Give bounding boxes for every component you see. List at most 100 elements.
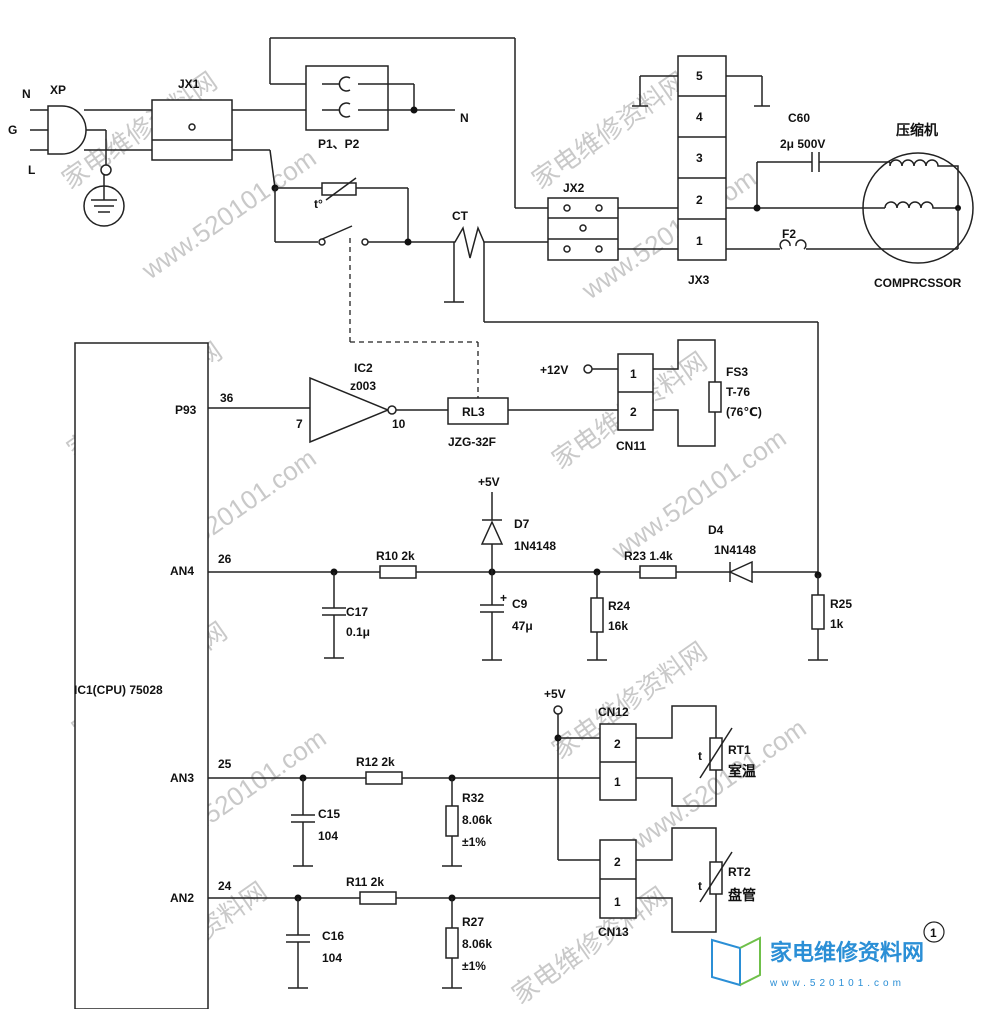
g-label: G	[8, 123, 17, 137]
v5-label: +5V	[478, 475, 500, 489]
relay-contact	[319, 225, 353, 241]
p1p2-protector	[305, 65, 389, 131]
fs3-temp: (76℃)	[726, 405, 762, 419]
rt1-cn-label: 室温	[728, 763, 756, 779]
jx3-terminal	[677, 55, 727, 261]
r10-label: R10 2k	[376, 549, 415, 563]
book-icon	[711, 938, 741, 987]
jx3-label: JX3	[688, 273, 710, 287]
jx1-terminal	[151, 99, 233, 161]
ic1-cpu-chip	[74, 342, 209, 1009]
r25-value: 1k	[830, 617, 844, 631]
d4-label: D4	[708, 523, 724, 537]
compressor-motor	[862, 152, 974, 264]
r12-label: R12 2k	[356, 755, 395, 769]
current-sense-section: C17 0.1μ R10 2k +5V D7 1N4148 + C9 47μ R…	[208, 475, 852, 661]
fs3-part: T-76	[726, 385, 750, 399]
temperature-section: +5V C15 104 R12 2k R32 8.06k ±1% 2 1 CN1…	[208, 687, 756, 989]
fs3-fuse	[708, 381, 722, 413]
v5-label: +5V	[544, 687, 566, 701]
cn12-pin: 2	[614, 737, 621, 751]
r24-value: 16k	[608, 619, 628, 633]
fs3-label: FS3	[726, 365, 748, 379]
compressor-cn-label: 压缩机	[896, 122, 938, 138]
c60-value: 2μ 500V	[780, 137, 825, 151]
cn12-pin: 1	[614, 775, 621, 789]
pin-label: 26	[218, 552, 232, 566]
r32-label: R32	[462, 791, 484, 805]
r27-value: 8.06k	[462, 937, 492, 951]
rl3-relay	[447, 397, 509, 425]
c17-label: C17	[346, 605, 368, 619]
jx3-pin: 3	[696, 151, 703, 165]
an2-label: AN2	[170, 891, 194, 905]
ct-sensor	[440, 225, 548, 259]
r32-tolerance: ±1%	[462, 835, 486, 849]
r24-label: R24	[608, 599, 630, 613]
c16-label: C16	[322, 929, 344, 943]
c16-value: 104	[322, 951, 342, 965]
n-label: N	[22, 87, 31, 101]
rt2-cn-label: 盘管	[728, 887, 756, 903]
jx3-pin: 1	[696, 234, 703, 248]
site-logo: 家电维修资料网 www.520101.com	[711, 936, 924, 989]
c9-value: 47μ	[512, 619, 533, 633]
p1p2-label: P1、P2	[318, 137, 360, 151]
n-out-label: N	[460, 111, 469, 125]
watermark-text: 家电维修资料网	[506, 881, 672, 1009]
r23-resistor	[639, 565, 677, 579]
thermal-fuse	[321, 182, 357, 196]
an3-label: AN3	[170, 771, 194, 785]
cn12-label: CN12	[598, 705, 629, 719]
pin-label: 24	[218, 879, 232, 893]
jx3-pin: 5	[696, 69, 703, 83]
pin-label: 25	[218, 757, 232, 771]
jx3-pin: 2	[696, 193, 703, 207]
cn13-label: CN13	[598, 925, 629, 939]
logo-text: 家电维修资料网	[770, 940, 924, 965]
d7-diode	[480, 520, 504, 545]
d7-part: 1N4148	[514, 539, 556, 553]
cn13-pin: 1	[614, 895, 621, 909]
rt2-label: RT2	[728, 865, 751, 879]
pin-label: 36	[220, 391, 234, 405]
ic2-part: z003	[350, 379, 376, 393]
c60-label: C60	[788, 111, 810, 125]
r11-resistor	[359, 891, 397, 905]
c17-value: 0.1μ	[346, 625, 370, 639]
r27-tolerance: ±1%	[462, 959, 486, 973]
cpu-label: IC1(CPU) 75028	[74, 683, 163, 697]
compressor-en-label: COMPRCSSOR	[874, 276, 962, 290]
r32-value: 8.06k	[462, 813, 492, 827]
pin7-label: 7	[296, 417, 303, 431]
c15-label: C15	[318, 807, 340, 821]
d4-part: 1N4148	[714, 543, 756, 557]
jx3-pin: 4	[696, 110, 703, 124]
ic2-label: IC2	[354, 361, 373, 375]
r12-resistor	[365, 771, 403, 785]
d4-diode	[728, 560, 753, 584]
rt1-label: RT1	[728, 743, 751, 757]
figure-number-circle	[923, 921, 945, 943]
thermal-label: t°	[314, 197, 323, 211]
f2-fuse	[779, 239, 807, 250]
jx1-label: JX1	[178, 77, 200, 91]
relay-drive-section: IC2 z003 7 10 RL3 JZG-32F +12V 1 2 CN11 …	[208, 339, 762, 453]
cpu-section: IC1(CPU) 75028 P93 AN4 AN3 AN2 36 26 25 …	[74, 342, 234, 1009]
jx2-label: JX2	[563, 181, 585, 195]
ct-label: CT	[452, 209, 469, 223]
plug-body	[47, 105, 87, 155]
cn11-label: CN11	[616, 439, 646, 453]
f2-label: F2	[782, 227, 796, 241]
r24-resistor	[590, 597, 604, 633]
r10-resistor	[379, 565, 417, 579]
rt2-t: t	[698, 879, 702, 893]
watermark-text: www.520101.com	[135, 143, 321, 286]
c9-plus: +	[500, 591, 507, 605]
power-section: N XP G L JX1	[8, 37, 974, 575]
watermark-text: www.520101.com	[625, 713, 811, 856]
r25-label: R25	[830, 597, 852, 611]
pin10-label: 10	[392, 417, 406, 431]
rt1-t: t	[698, 749, 702, 763]
